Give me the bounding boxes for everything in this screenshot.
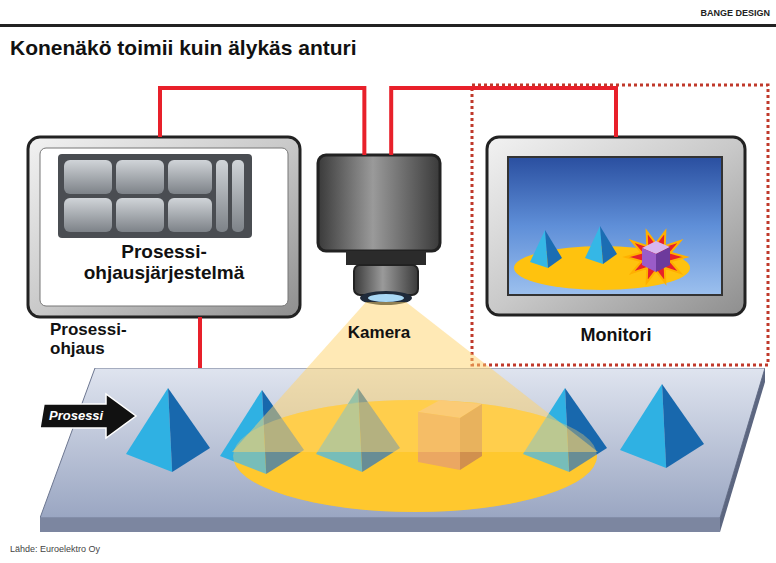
cabinet-frame <box>28 137 300 317</box>
monitor-screen <box>508 157 722 295</box>
monitor-scope-frame <box>472 85 768 365</box>
cabinet-face <box>40 148 288 306</box>
screen-image <box>514 226 690 290</box>
pyramid-part <box>620 384 704 468</box>
credit-label: BANGE DESIGN <box>700 8 770 18</box>
monitor-frame <box>487 137 745 315</box>
node-label: Kamera <box>318 323 440 342</box>
header-rule <box>0 24 776 27</box>
camera-body <box>318 155 440 305</box>
process-arrow-label: Prosessi <box>49 409 139 424</box>
control-system-box: Prosessi- ohjausjärjestelmä <box>28 137 300 317</box>
node-label: Prosessi- ohjausjärjestelmä <box>48 241 280 284</box>
signal-wire <box>391 88 616 155</box>
camera: Kamera <box>318 155 440 350</box>
title: Konenäkö toimii kuin älykäs anturi <box>10 36 357 60</box>
node-label: Monitori <box>487 325 745 345</box>
control-panel <box>58 154 252 238</box>
light-spot <box>233 400 597 512</box>
caption: Lähde: Euroelektro Oy <box>10 544 100 554</box>
light-cone-base <box>233 400 597 512</box>
edge-label: Prosessi- ohjaus <box>50 320 160 358</box>
signal-wire <box>160 88 364 155</box>
pyramid-part <box>126 388 210 472</box>
monitor: Monitori <box>487 137 745 359</box>
